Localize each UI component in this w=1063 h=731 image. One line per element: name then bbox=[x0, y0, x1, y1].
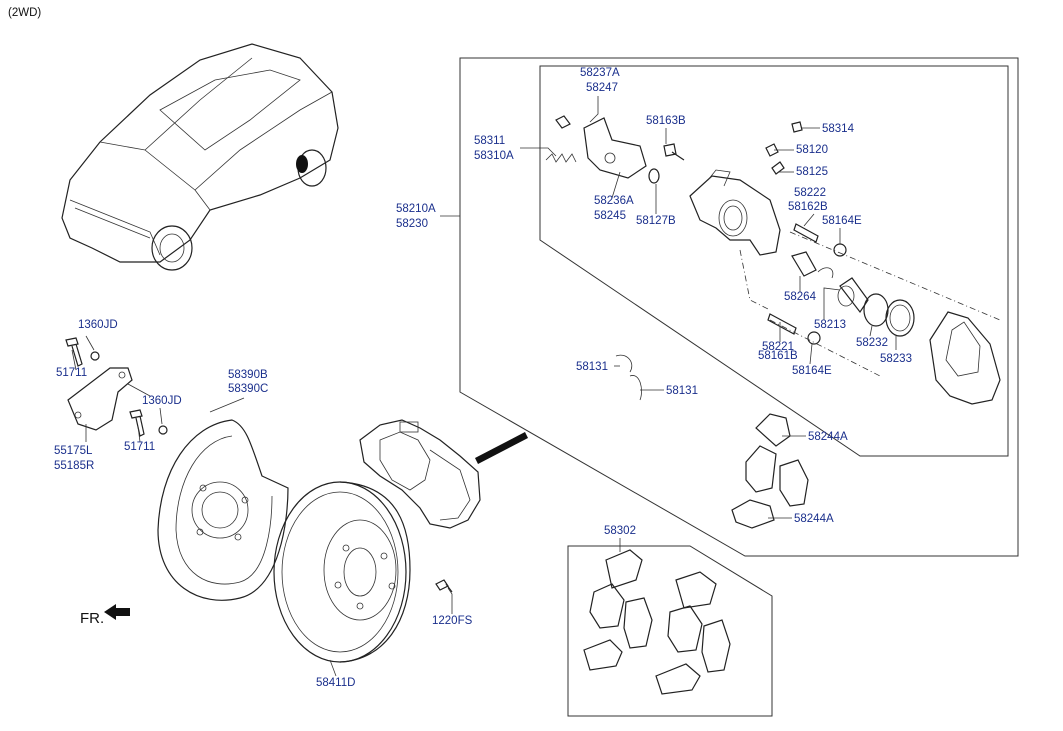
nut-1360jd-upper bbox=[90, 351, 100, 361]
front-arrow-icon bbox=[104, 604, 130, 620]
pad-shims-upper bbox=[755, 413, 791, 447]
label-51711-upper[interactable]: 51711 bbox=[56, 367, 88, 379]
direction-pointer bbox=[475, 432, 528, 464]
label-51711-lower[interactable]: 51711 bbox=[124, 441, 156, 453]
screw-1220fs bbox=[435, 579, 453, 593]
label-58411d[interactable]: 58411D bbox=[316, 677, 356, 689]
label-58162b[interactable]: 58162B bbox=[788, 201, 828, 213]
label-58390b[interactable]: 58390B bbox=[228, 369, 268, 381]
label-58230[interactable]: 58230 bbox=[396, 218, 428, 230]
bolt-51711-upper bbox=[65, 337, 83, 367]
label-58236a[interactable]: 58236A bbox=[594, 195, 634, 207]
label-58163b[interactable]: 58163B bbox=[646, 115, 686, 127]
guide-pin-upper bbox=[793, 223, 847, 257]
front-direction-label: FR. bbox=[80, 610, 105, 627]
assembly-axis-3 bbox=[739, 249, 771, 311]
nut-1360jd-lower bbox=[158, 425, 168, 435]
label-58247[interactable]: 58247 bbox=[586, 82, 618, 94]
label-58120[interactable]: 58120 bbox=[796, 144, 828, 156]
label-58213[interactable]: 58213 bbox=[814, 319, 846, 331]
mounting-bracket bbox=[67, 367, 133, 431]
label-58245[interactable]: 58245 bbox=[594, 210, 626, 222]
dust-shield bbox=[157, 419, 289, 601]
label-58390c[interactable]: 58390C bbox=[228, 383, 269, 395]
label-55185r[interactable]: 55185R bbox=[54, 460, 95, 472]
label-1220fs[interactable]: 1220FS bbox=[432, 615, 473, 627]
guide-pin-lower bbox=[767, 313, 821, 345]
washer bbox=[648, 168, 660, 184]
label-58164e-upper[interactable]: 58164E bbox=[822, 215, 862, 227]
variant-label: (2WD) bbox=[8, 7, 42, 19]
label-55175l[interactable]: 55175L bbox=[54, 445, 93, 457]
caliper-housing bbox=[689, 169, 781, 256]
label-58232[interactable]: 58232 bbox=[856, 337, 888, 349]
piston-boot bbox=[885, 299, 915, 337]
bleeder-screw bbox=[765, 121, 803, 175]
label-58164e-lower[interactable]: 58164E bbox=[792, 365, 832, 377]
label-58161b[interactable]: 58161B bbox=[758, 350, 798, 362]
label-58311[interactable]: 58311 bbox=[474, 135, 506, 147]
parking-lever bbox=[555, 115, 647, 179]
leader-lines bbox=[71, 96, 897, 677]
label-58127b[interactable]: 58127B bbox=[636, 215, 676, 227]
brake-pads bbox=[745, 445, 809, 507]
assembly-axis-1 bbox=[789, 231, 1001, 321]
label-58302[interactable]: 58302 bbox=[604, 525, 636, 537]
label-58222[interactable]: 58222 bbox=[794, 187, 826, 199]
caliper-bracket bbox=[929, 311, 1001, 405]
return-spring bbox=[545, 153, 577, 163]
pad-kit-frame bbox=[567, 545, 773, 717]
adjuster-unit bbox=[791, 251, 834, 279]
label-58233[interactable]: 58233 bbox=[880, 353, 912, 365]
label-58221[interactable]: 58221 bbox=[762, 341, 794, 353]
label-58244a-upper[interactable]: 58244A bbox=[808, 431, 848, 443]
label-1360jd-lower[interactable]: 1360JD bbox=[142, 395, 182, 407]
pad-kit bbox=[583, 549, 731, 695]
caliper-assembly-view bbox=[359, 419, 481, 529]
brake-disc bbox=[273, 481, 411, 663]
label-58237a[interactable]: 58237A bbox=[580, 67, 620, 79]
label-58125[interactable]: 58125 bbox=[796, 166, 828, 178]
assembly-axis-2 bbox=[769, 319, 881, 377]
vehicle-icon bbox=[61, 43, 339, 271]
label-58310a[interactable]: 58310A bbox=[474, 150, 514, 162]
retaining-spring-clips bbox=[615, 354, 642, 401]
pad-shims-lower bbox=[731, 499, 775, 529]
caliper-subassembly-frame bbox=[539, 65, 1009, 457]
label-58131-upper[interactable]: 58131 bbox=[576, 361, 608, 373]
label-1360jd-upper[interactable]: 1360JD bbox=[78, 319, 118, 331]
lever-bolt bbox=[663, 143, 685, 161]
bolt-51711-lower bbox=[129, 409, 145, 437]
label-58131-lower[interactable]: 58131 bbox=[666, 385, 698, 397]
label-58244a-lower[interactable]: 58244A bbox=[794, 513, 834, 525]
label-58210a[interactable]: 58210A bbox=[396, 203, 436, 215]
label-58314[interactable]: 58314 bbox=[822, 123, 854, 135]
piston-seal-ring bbox=[863, 293, 889, 327]
caliper-assembly-frame bbox=[459, 57, 1019, 557]
piston bbox=[837, 277, 869, 314]
label-58264[interactable]: 58264 bbox=[784, 291, 816, 303]
